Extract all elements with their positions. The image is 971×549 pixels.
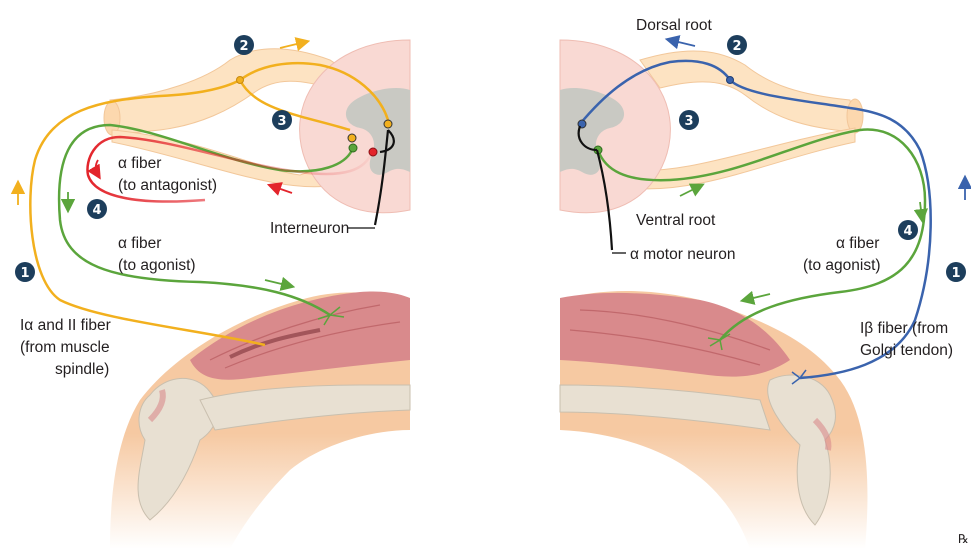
arrow-icon [265, 280, 290, 286]
label-right-alpha-agonist-2: (to agonist) [803, 257, 881, 274]
label-ib-fiber-1: Iβ fiber (from [860, 320, 948, 337]
label-ia-fiber-3: spindle) [55, 361, 109, 378]
label-dorsal-root: Dorsal root [636, 17, 712, 34]
label-ia-fiber-1: Iα and II fiber [20, 317, 111, 334]
left-step-3: 3 [277, 114, 286, 129]
left-leg [110, 291, 410, 549]
label-ib-fiber-2: Golgi tendon) [860, 342, 953, 359]
right-panel: 1 2 3 4 Dorsal root Ventral root α motor… [560, 17, 966, 549]
label-interneuron: Interneuron [270, 220, 349, 237]
arrow-icon [745, 294, 770, 300]
label-alpha-agonist-2: (to agonist) [118, 257, 196, 274]
right-step-1: 1 [951, 266, 960, 281]
arrow-icon [96, 160, 98, 175]
right-step-2: 2 [732, 39, 741, 54]
arrow-icon [680, 186, 700, 196]
arrow-icon [920, 202, 922, 218]
left-step-1: 1 [20, 266, 29, 281]
label-alpha-agonist-1: α fiber [118, 235, 161, 252]
label-alpha-antagonist-2: (to antagonist) [118, 177, 217, 194]
arrow-icon [280, 42, 305, 48]
left-step-4: 4 [92, 203, 101, 218]
left-panel: 1 2 3 4 α fiber (to antagonist) α fiber … [15, 35, 410, 549]
arrow-icon [272, 186, 292, 193]
right-step-3: 3 [684, 114, 693, 129]
label-alpha-motor-neuron: α motor neuron [630, 246, 735, 263]
left-step-2: 2 [239, 39, 248, 54]
label-right-alpha-agonist-1: α fiber [836, 235, 879, 252]
arrow-icon [670, 40, 695, 46]
label-alpha-antagonist-1: α fiber [118, 155, 161, 172]
right-step-4: 4 [903, 224, 912, 239]
rx-logo-icon: ℞ [958, 532, 969, 546]
label-ia-fiber-2: (from muscle [20, 339, 110, 356]
label-ventral-root: Ventral root [636, 212, 716, 229]
right-leg [560, 291, 867, 549]
